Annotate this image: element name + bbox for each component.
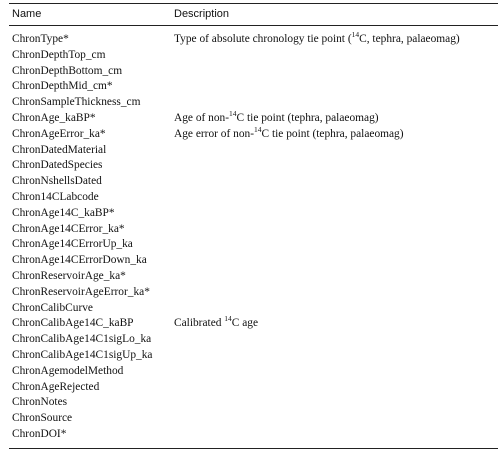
variable-description: [174, 79, 498, 95]
table-row: ChronNshellsDated: [9, 174, 498, 190]
description-text-continued: C tie point (tephra, palaeomag): [236, 111, 379, 124]
table-row: ChronNotes: [9, 395, 498, 411]
description-text: Calibrated: [174, 317, 225, 330]
variable-name: ChronCalibAge14C1sigUp_ka: [12, 348, 153, 361]
variable-description: [174, 380, 498, 396]
table-row: ChronAgeRejected: [9, 380, 498, 396]
table-body: ChronType* Type of absolute chronology ti…: [9, 30, 498, 443]
table-row: ChronAge14C_kaBP*: [9, 206, 498, 222]
variable-description: [174, 427, 498, 443]
table-row: ChronCalibAge14C1sigUp_ka: [9, 348, 498, 364]
description-superscript: 14: [224, 314, 232, 324]
variable-name: ChronCalibCurve: [12, 301, 93, 314]
description-text: Age of non-: [174, 111, 230, 124]
table-row: ChronReservoirAgeError_ka*: [9, 285, 498, 301]
table-row: ChronDepthMid_cm*: [9, 79, 498, 95]
variable-name: ChronAge14CErrorUp_ka: [12, 238, 133, 251]
variable-description: [174, 48, 498, 64]
variable-name: Chron14CLabcode: [12, 190, 99, 203]
variable-description: [174, 95, 498, 111]
table-row: ChronAge_kaBP* Age of non-14C tie point (…: [9, 108, 498, 127]
description-text: Age error of non-: [174, 127, 255, 140]
variable-name: ChronType*: [12, 33, 69, 45]
variable-name: ChronAge14CError_ka*: [12, 222, 125, 235]
variable-description: Calibrated 14C age: [174, 314, 498, 332]
variable-description: [174, 253, 498, 269]
description-text-continued: C age: [231, 317, 259, 330]
variable-name: ChronCalibAge14C1sigLo_ka: [12, 333, 152, 346]
table-row: ChronReservoirAge_ka*: [9, 269, 498, 285]
table-header-rule: [9, 25, 498, 26]
header-name: Name: [12, 8, 42, 20]
variable-name: ChronNshellsDated: [12, 175, 102, 188]
table-row: ChronDatedMaterial: [9, 143, 498, 159]
table-row: ChronAge14CErrorDown_ka: [9, 253, 498, 269]
variable-name: ChronDatedMaterial: [12, 143, 107, 156]
variable-description: [174, 174, 498, 190]
table-row: ChronCalibAge14C1sigLo_ka: [9, 332, 498, 348]
description-text: Type of absolute chronology tie point (: [174, 33, 352, 45]
table-row: ChronAge14CErrorUp_ka: [9, 237, 498, 253]
table-header: Name Description: [9, 4, 498, 24]
description-text-continued: C tie point (tephra, palaeomag): [261, 127, 404, 140]
variable-name: ChronDOI*: [12, 427, 67, 440]
variable-name: ChronAge14CErrorDown_ka: [12, 254, 147, 267]
table-row: ChronDepthTop_cm: [9, 48, 498, 64]
table-top-rule: [9, 3, 498, 4]
description-superscript: 14: [254, 124, 262, 134]
variable-name: ChronAge_kaBP*: [12, 111, 96, 124]
header-description: Description: [174, 8, 230, 20]
variable-description: [174, 269, 498, 285]
table-row: ChronAgeError_ka* Age error of non-14C ti…: [9, 124, 498, 143]
table-row: ChronSampleThickness_cm: [9, 95, 498, 111]
table-row: ChronSource: [9, 411, 498, 427]
variable-name: ChronDatedSpecies: [12, 159, 103, 172]
variable-description: [174, 206, 498, 222]
variable-description: [174, 190, 498, 206]
variable-description: Type of absolute chronology tie point (1…: [174, 30, 498, 48]
variable-description: [174, 411, 498, 427]
variable-description: [174, 364, 498, 380]
table-row: ChronType* Type of absolute chronology ti…: [9, 30, 498, 48]
variable-description: [174, 143, 498, 159]
variable-description: [174, 158, 498, 174]
variable-name: ChronAgeError_ka*: [12, 127, 106, 140]
variable-description: [174, 285, 498, 301]
variable-description: [174, 237, 498, 253]
variable-description: [174, 348, 498, 364]
variable-description: Age error of non-14C tie point (tephra, …: [174, 124, 498, 143]
table-row: Chron14CLabcode: [9, 190, 498, 206]
variable-description: [174, 395, 498, 411]
variable-name: ChronSource: [12, 412, 73, 425]
variable-name: ChronAgemodelMethod: [12, 364, 124, 377]
table-row: ChronCalibAge14C_kaBP Calibrated 14C age: [9, 314, 498, 332]
variables-table: Name Description ChronType* Type of absol…: [9, 3, 498, 449]
variable-description: Age of non-14C tie point (tephra, palaeo…: [174, 108, 498, 127]
variable-description: [174, 222, 498, 238]
variable-name: ChronDepthTop_cm: [12, 48, 106, 61]
variable-name: ChronCalibAge14C_kaBP: [12, 317, 134, 330]
table-row: ChronAgemodelMethod: [9, 364, 498, 380]
variable-name: ChronAge14C_kaBP*: [12, 206, 115, 219]
table-row: ChronDepthBottom_cm: [9, 64, 498, 80]
variable-description: [174, 64, 498, 80]
variable-name: ChronReservoirAgeError_ka*: [12, 285, 150, 298]
variable-name: ChronNotes: [12, 396, 68, 409]
description-superscript: 14: [351, 30, 360, 39]
table-row: ChronAge14CError_ka*: [9, 222, 498, 238]
table-row: ChronDatedSpecies: [9, 158, 498, 174]
variable-name: ChronReservoirAge_ka*: [12, 269, 126, 282]
variable-name: ChronAgeRejected: [12, 380, 100, 393]
description-text-continued: C, tephra, palaeomag): [359, 33, 460, 45]
description-superscript: 14: [229, 108, 237, 118]
table-row: ChronDOI*: [9, 427, 498, 443]
variable-name: ChronDepthMid_cm*: [12, 80, 113, 93]
variable-name: ChronSampleThickness_cm: [12, 96, 141, 109]
variable-description: [174, 301, 498, 317]
variable-description: [174, 332, 498, 348]
table-row: ChronCalibCurve: [9, 301, 498, 317]
variable-name: ChronDepthBottom_cm: [12, 64, 123, 77]
